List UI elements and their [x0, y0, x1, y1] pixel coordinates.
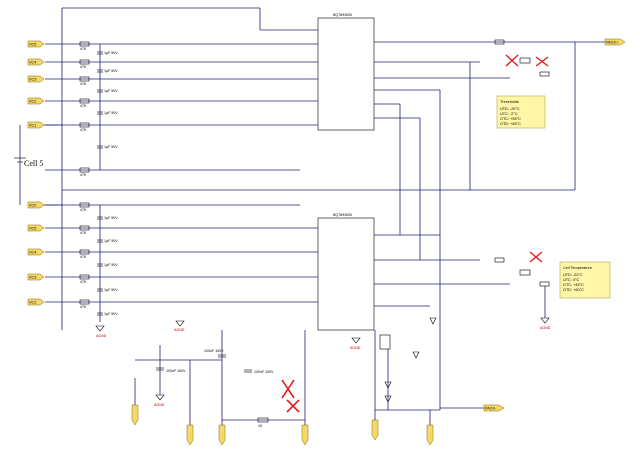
svg-text:AGND: AGND: [154, 403, 165, 407]
svg-text:Cell Temperature: Cell Temperature: [563, 266, 592, 270]
fet-and-diodes: [379, 317, 437, 410]
svg-text:47K: 47K: [80, 255, 87, 259]
svg-text:AGND: AGND: [540, 326, 551, 330]
svg-text:AGND: AGND: [174, 328, 185, 332]
port-tabs-right: PACK+ PACK-: [440, 38, 626, 412]
svg-text:VC2: VC2: [29, 301, 36, 305]
port-vc4-upper: VC4: [27, 58, 45, 66]
svg-text:1µF 50V: 1µF 50V: [104, 69, 118, 73]
svg-text:VC4: VC4: [29, 61, 36, 65]
svg-text:47K: 47K: [80, 47, 87, 51]
svg-text:VC5: VC5: [29, 43, 36, 47]
left-rails: Cell 5: [14, 8, 63, 330]
svg-text:VC5: VC5: [29, 227, 36, 231]
svg-text:PACK-: PACK-: [485, 407, 497, 411]
svg-text:UTD: -20°C: UTD: -20°C: [500, 107, 520, 111]
bottom-circuit: 100nF 100V AGND 100nF 100V 100nF 100V 1K…: [154, 320, 361, 428]
svg-text:100nF 100V: 100nF 100V: [204, 349, 224, 353]
svg-text:1µF 50V: 1µF 50V: [104, 145, 118, 149]
svg-text:VC3: VC3: [29, 276, 36, 280]
cell-label: Cell 5: [24, 159, 43, 168]
svg-text:BQ7693000: BQ7693000: [333, 13, 352, 17]
svg-text:1K: 1K: [258, 424, 263, 428]
ic-top: BQ7693000: [259, 8, 560, 131]
svg-text:1µF 50V: 1µF 50V: [104, 111, 118, 115]
svg-text:PACK+: PACK+: [606, 41, 619, 45]
filter-caps: 1µF 50V 1µF 50V 1µF 50V 1µF 50V 1µF 50V …: [95, 44, 118, 338]
svg-text:100nF 100V: 100nF 100V: [166, 369, 186, 373]
svg-text:Thresholds: Thresholds: [500, 100, 519, 104]
svg-text:47K: 47K: [80, 82, 87, 86]
svg-text:UTC: -2°C: UTC: -2°C: [500, 112, 518, 116]
svg-text:VC0: VC0: [29, 204, 36, 208]
svg-text:47K: 47K: [80, 104, 87, 108]
row-resistors: 47K 47K 47K 47K 47K 47K 47K 47K 47K 47K …: [79, 41, 90, 309]
interconnect: [135, 42, 576, 411]
ic-bottom: BQ7693000: [300, 213, 510, 331]
svg-text:UTC: 0°C: UTC: 0°C: [563, 278, 580, 282]
svg-text:47K: 47K: [80, 231, 87, 235]
note-thresholds: Thresholds UTD: -20°C UTC: -2°C OTC: +55…: [496, 95, 546, 129]
svg-text:1µF 50V: 1µF 50V: [104, 51, 118, 55]
svg-text:47K: 47K: [80, 173, 87, 177]
port-vc2-upper: VC2: [27, 97, 45, 105]
svg-text:1µF 50V: 1µF 50V: [104, 216, 118, 220]
input-rows-upper: [45, 7, 470, 191]
port-tabs-left: VC5 VC4 VC3 VC2 VC1 VC0 VC5 VC4: [27, 40, 45, 306]
svg-text:VC1: VC1: [29, 124, 36, 128]
svg-text:47K: 47K: [80, 65, 87, 69]
port-vc3-lower: VC3: [27, 273, 45, 281]
svg-text:OTD: +60°C: OTD: +60°C: [563, 288, 584, 292]
agnd-label-1: AGND: [96, 334, 107, 338]
svg-text:1µF 50V: 1µF 50V: [104, 239, 118, 243]
port-pack-minus: PACK-: [483, 404, 505, 412]
port-vc2-lower: VC2: [27, 298, 45, 306]
port-vc4-lower: VC4: [27, 248, 45, 256]
svg-text:OTD: +65°C: OTD: +65°C: [500, 122, 521, 126]
svg-text:VC4: VC4: [29, 251, 36, 255]
svg-text:BQ7693000: BQ7693000: [333, 213, 352, 217]
svg-text:1µF 50V: 1µF 50V: [104, 312, 118, 316]
port-vc5-upper: VC5: [27, 40, 45, 48]
port-vc3-upper: VC3: [27, 75, 45, 83]
svg-text:47K: 47K: [80, 280, 87, 284]
svg-text:VC2: VC2: [29, 100, 36, 104]
port-vc5-lower: VC5: [27, 224, 45, 232]
svg-text:100nF 100V: 100nF 100V: [254, 370, 274, 374]
note-cell-temperature: Cell Temperature UTD: -20°C UTC: 0°C OTC…: [559, 261, 611, 299]
svg-text:VC3: VC3: [29, 78, 36, 82]
svg-text:OTC: +55°C: OTC: +55°C: [500, 117, 521, 121]
port-vc1-upper: VC1: [27, 121, 45, 129]
svg-text:1µF 50V: 1µF 50V: [104, 263, 118, 267]
port-pack-plus: PACK+: [604, 38, 626, 46]
thermistor-top: [494, 39, 550, 77]
svg-text:OTC: +45°C: OTC: +45°C: [563, 283, 584, 287]
svg-text:1µF 50V: 1µF 50V: [104, 89, 118, 93]
svg-text:47K: 47K: [80, 305, 87, 309]
port-vc0-upper: VC0: [27, 201, 45, 209]
input-rows-lower: [45, 204, 300, 303]
svg-text:AGND: AGND: [350, 346, 361, 350]
svg-text:1µF 50V: 1µF 50V: [104, 288, 118, 292]
svg-text:47K: 47K: [80, 208, 87, 212]
thermistor-bottom: AGND: [494, 251, 551, 330]
port-tabs-bottom: [131, 360, 434, 446]
svg-text:47K: 47K: [80, 128, 87, 132]
svg-text:UTD: -20°C: UTD: -20°C: [563, 273, 583, 277]
